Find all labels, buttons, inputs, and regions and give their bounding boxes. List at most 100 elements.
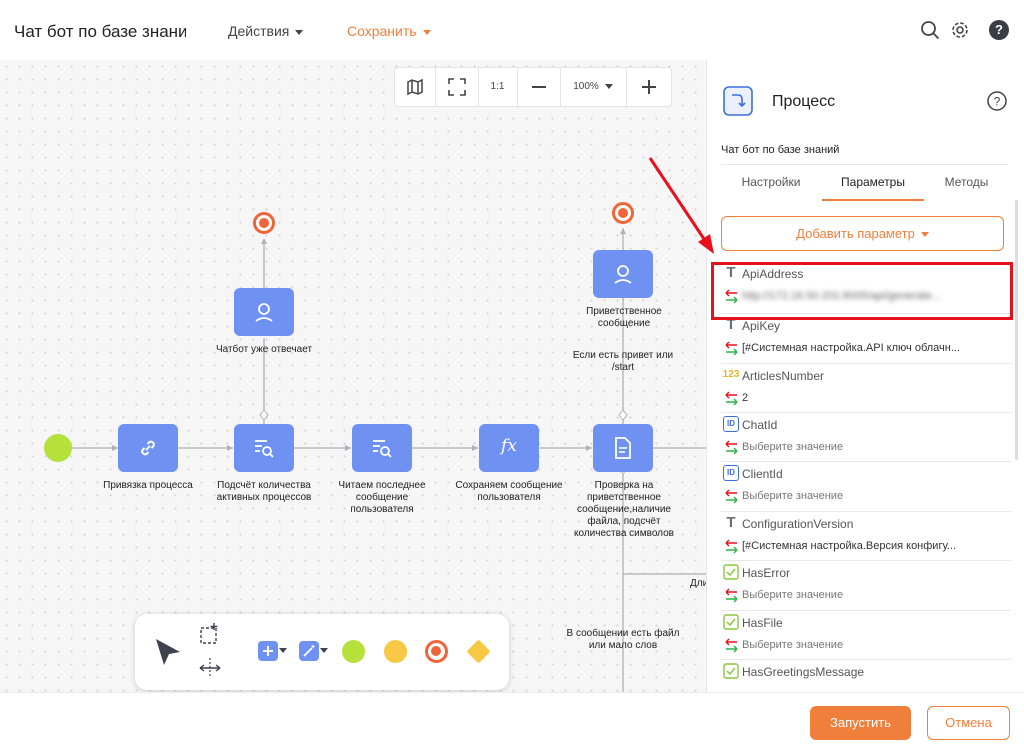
text-type-icon: T (726, 264, 736, 281)
process-title[interactable]: Чат бот по базе знаний (14, 22, 186, 41)
param-name: ConfigurationVersion (742, 517, 854, 531)
intermediate-event-tool[interactable] (384, 640, 407, 663)
param-row[interactable]: T ApiKey [#Системная настройка.API ключ … (721, 313, 1011, 364)
end-event-tool[interactable] (425, 640, 448, 663)
search-icon[interactable] (920, 20, 940, 40)
element-palette (135, 614, 509, 690)
process-icon (723, 86, 753, 116)
zoom-in-button[interactable] (626, 68, 671, 106)
zoom-level-select[interactable]: 100% (560, 68, 627, 106)
number-type-icon: 123 (722, 369, 740, 380)
gear-icon[interactable] (950, 20, 970, 40)
node-read-message[interactable] (352, 424, 412, 472)
wand-icon (303, 645, 315, 657)
tab-parameters[interactable]: Параметры (841, 175, 905, 189)
tab-settings[interactable]: Настройки (741, 175, 801, 189)
param-row[interactable]: 123 ArticlesNumber 2 (721, 363, 1011, 413)
in-out-arrows-icon (725, 341, 738, 356)
node-already-answering[interactable] (234, 288, 294, 336)
node-already-answering-label: Чатбот уже отвечает (215, 344, 313, 355)
highlight-box (711, 262, 1013, 320)
search-list-icon (255, 440, 274, 458)
param-row[interactable]: HasGreetingsMessage (721, 659, 1011, 692)
tab-methods[interactable]: Методы (944, 175, 989, 189)
zoom-toolbar: 1:1 100% (394, 67, 672, 107)
document-icon (615, 437, 631, 459)
chevron-down-icon[interactable] (279, 648, 287, 653)
param-name: ApiKey (742, 319, 781, 333)
node-bind-process[interactable] (118, 424, 178, 472)
id-type-icon: ID (723, 465, 739, 481)
param-row[interactable]: T ConfigurationVersion [#Системная настр… (721, 511, 1011, 561)
actions-menu[interactable]: Действия (228, 23, 304, 39)
in-out-arrows-icon (725, 588, 738, 603)
chevron-down-icon (422, 29, 431, 35)
actual-size-button[interactable]: 1:1 (478, 68, 518, 106)
zoom-level-value: 100% (573, 81, 599, 92)
param-row[interactable]: ID ClientId Выберите значение (721, 461, 1011, 512)
add-task-button[interactable] (258, 641, 278, 661)
param-value: Выберите значение (742, 589, 844, 601)
select-area-icon[interactable] (198, 622, 222, 646)
param-row[interactable]: HasError Выберите значение (721, 560, 1011, 611)
edge-label-greeting: Если есть привет или /start (572, 350, 674, 373)
help-icon[interactable]: ? (989, 20, 1009, 40)
end-event[interactable] (612, 202, 634, 224)
save-label: Сохранить (347, 23, 417, 39)
cancel-button[interactable]: Отмена (927, 706, 1010, 740)
panel-scrollbar[interactable] (1015, 200, 1018, 460)
panel-tabs: Настройки Параметры Методы (721, 165, 1008, 201)
search-list-icon (373, 440, 392, 458)
process-name: Чат бот по базе знаний (721, 144, 840, 156)
map-icon (407, 78, 423, 96)
space-tool-icon[interactable] (198, 656, 222, 680)
fullscreen-icon (448, 78, 466, 96)
pointer-icon[interactable] (153, 636, 183, 668)
save-menu[interactable]: Сохранить (347, 23, 431, 39)
param-name: HasError (742, 566, 791, 580)
svg-text:?: ? (994, 95, 1001, 109)
node-check-message[interactable] (593, 424, 653, 472)
help-icon[interactable]: ? (986, 90, 1008, 112)
in-out-arrows-icon (725, 638, 738, 653)
param-row[interactable]: ID ChatId Выберите значение (721, 412, 1011, 462)
link-icon (141, 440, 155, 456)
run-button[interactable]: Запустить (810, 706, 911, 740)
top-bar: Чат бот по базе знаний Действия Сохранит… (0, 0, 1024, 60)
param-value: Выберите значение (742, 639, 844, 651)
formula-icon: fx (501, 436, 517, 456)
add-parameter-button[interactable]: Добавить параметр (721, 216, 1004, 251)
chevron-down-icon (920, 232, 929, 238)
start-event[interactable] (44, 434, 72, 462)
in-out-arrows-icon (725, 539, 738, 554)
node-count-processes[interactable] (234, 424, 294, 472)
fit-screen-button[interactable] (435, 68, 479, 106)
param-value: Выберите значение (742, 490, 844, 502)
in-out-arrows-icon (725, 489, 738, 504)
param-name: ApiAddress (742, 267, 804, 281)
parameters-list: T ApiAddress http://172.16.50.201:8005/a… (707, 262, 1024, 692)
param-row[interactable]: T ApiAddress http://172.16.50.201:8005/a… (721, 262, 1011, 312)
minus-icon (532, 86, 546, 88)
node-save-message[interactable]: fx (479, 424, 539, 472)
param-value: [#Системная настройка.Версия конфигу... (742, 540, 957, 552)
minimap-button[interactable] (395, 68, 436, 106)
edge-label-short-message: В сообщении есть файл или мало слов (566, 628, 680, 651)
add-parameter-label: Добавить параметр (796, 226, 915, 241)
user-icon (614, 265, 632, 284)
param-row[interactable]: HasFile Выберите значение (721, 610, 1011, 660)
diagram-canvas[interactable]: Привязка процесса Подсчёт количества акт… (0, 60, 706, 692)
param-name: HasGreetingsMessage (742, 665, 865, 679)
node-greeting-message[interactable] (593, 250, 653, 298)
end-event[interactable] (253, 212, 275, 234)
panel-title: Процесс (772, 93, 836, 110)
gateway-tool[interactable] (466, 639, 491, 664)
chevron-down-icon[interactable] (320, 648, 328, 653)
start-event-tool[interactable] (342, 640, 365, 663)
edge-label-length: Дли (690, 578, 706, 589)
actions-label: Действия (228, 23, 290, 39)
magic-wand-button[interactable] (299, 641, 319, 661)
in-out-arrows-icon (725, 289, 738, 304)
boolean-type-icon (723, 614, 739, 630)
zoom-out-button[interactable] (517, 68, 561, 106)
